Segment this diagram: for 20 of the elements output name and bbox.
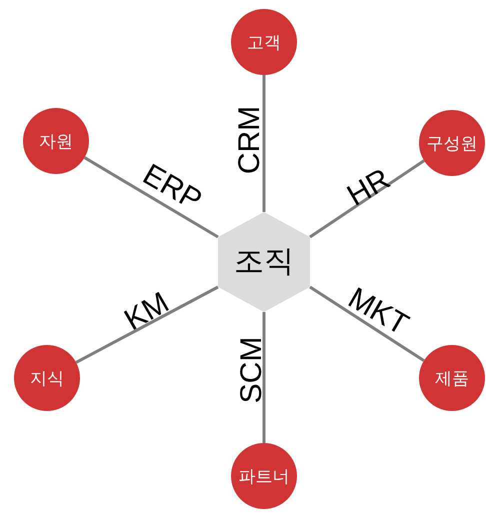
connector-line bbox=[262, 75, 266, 212]
node-label: 파트너 bbox=[238, 468, 290, 484]
edge-label: HR bbox=[342, 164, 396, 212]
node-label: 조직 bbox=[234, 247, 294, 277]
connector-line bbox=[309, 286, 425, 362]
edge-label: CRM bbox=[235, 106, 265, 174]
edge-label: SCM bbox=[237, 336, 267, 404]
connector-line bbox=[84, 156, 219, 238]
connector-line bbox=[262, 312, 266, 443]
connector-line bbox=[75, 286, 219, 364]
node-label: 구성원 bbox=[426, 134, 478, 152]
node-label: 제품 bbox=[435, 370, 469, 386]
edge-label: MKT bbox=[343, 283, 413, 341]
node-label: 지식 bbox=[30, 370, 64, 386]
edge-label: ERP bbox=[138, 160, 206, 216]
connector-line bbox=[309, 159, 425, 238]
node-label: 고객 bbox=[247, 34, 281, 50]
node-label: 자원 bbox=[39, 132, 73, 150]
edge-label: KM bbox=[120, 288, 174, 336]
hexagon-node bbox=[218, 212, 310, 312]
